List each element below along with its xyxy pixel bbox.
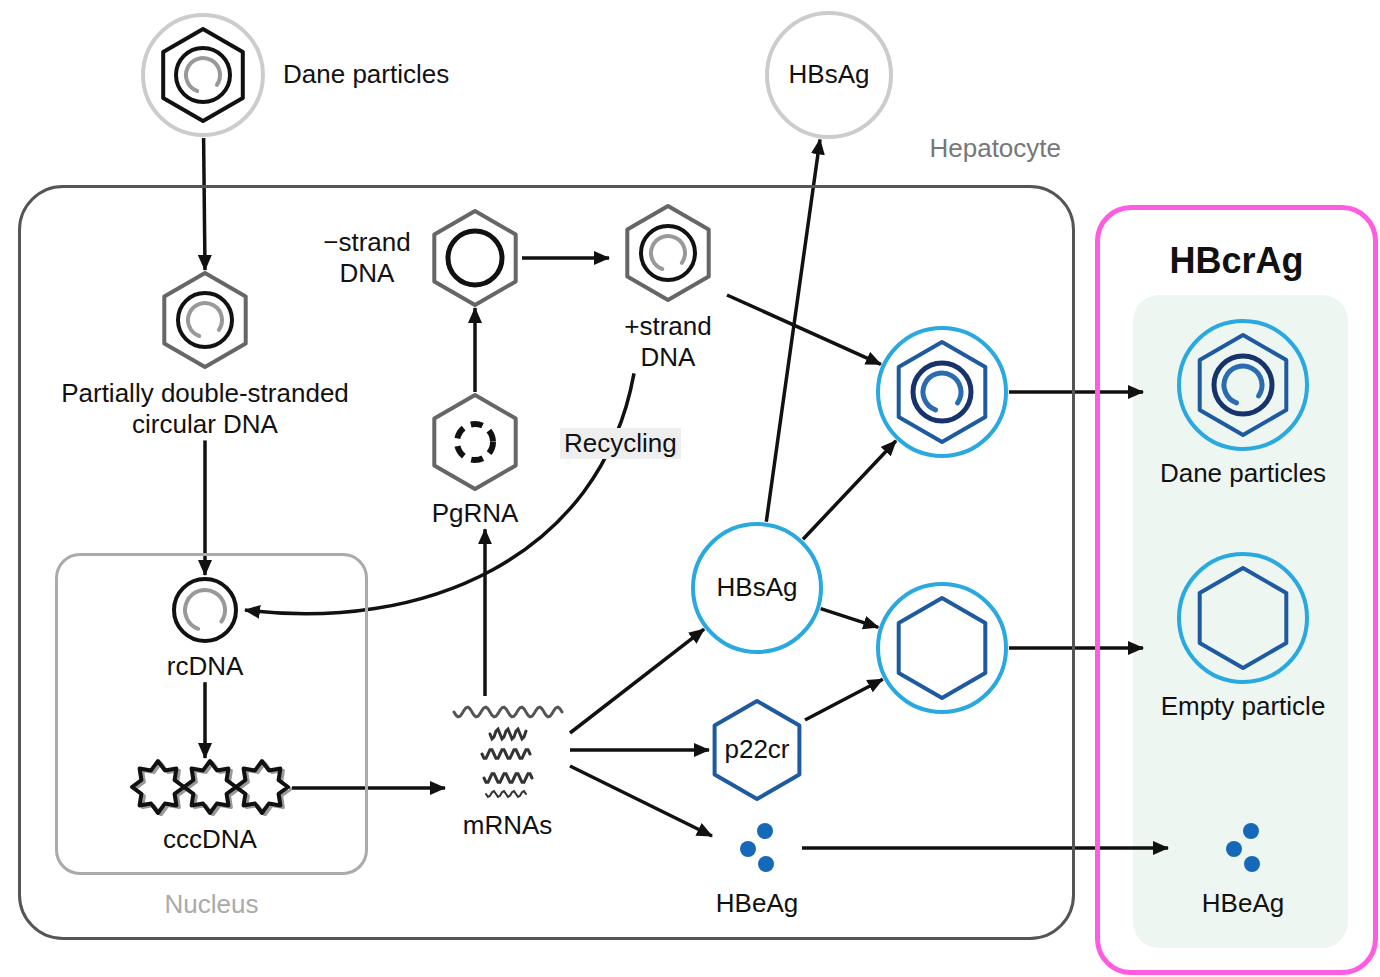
node-label: +strand DNA — [609, 311, 727, 373]
flow-arrow — [570, 629, 704, 733]
result-panel — [1133, 295, 1348, 948]
shape-icon — [140, 12, 266, 138]
ccc-dna: cccDNA — [128, 758, 292, 855]
flow-arrow — [805, 679, 883, 720]
empty-particle-icon: Empty particle — [1143, 551, 1343, 722]
empty-particle-icon — [875, 581, 1009, 715]
flow-arrow — [766, 139, 820, 521]
shape-icon — [1176, 551, 1310, 685]
node-label: HBeAg — [712, 888, 802, 919]
flow-arrow — [245, 373, 634, 613]
capsid-icon: PgRNA — [420, 392, 530, 529]
shape-icon — [1176, 318, 1310, 452]
virion-icon: Dane particles — [1143, 318, 1343, 489]
flow-arrow — [821, 609, 879, 628]
node-label: HBcrAg — [1095, 239, 1378, 282]
antigen-circle: HBsAg — [690, 521, 824, 655]
node-label: cccDNA — [128, 824, 292, 855]
node-label: PgRNA — [420, 498, 530, 529]
shape-icon — [621, 203, 715, 303]
node-label: Dane particles — [283, 59, 449, 90]
flow-arrow — [570, 766, 712, 836]
shape-icon — [1198, 818, 1288, 880]
flow-arrow — [292, 786, 445, 790]
node-label: HBsAg — [690, 572, 824, 603]
virion-icon: Dane particles — [140, 12, 266, 138]
flow-arrow — [1009, 646, 1143, 650]
shape-icon — [428, 208, 522, 308]
node-label: Partially double-stranded circular DNA — [27, 378, 383, 440]
flow-arrow — [727, 295, 881, 364]
node-label: Nucleus — [55, 889, 368, 920]
node-label: Dane particles — [1143, 458, 1343, 489]
flow-arrow — [1009, 390, 1143, 394]
flow-arrow — [570, 748, 709, 752]
group-box: HBcrAgDane particlesEmpty particleHBeAg — [1095, 205, 1378, 975]
capsid-icon: Partially double-stranded circular DNA — [27, 270, 383, 440]
node-label: −strand DNA — [314, 227, 420, 289]
node-label: p22cr — [709, 734, 805, 765]
flow-arrow — [522, 256, 609, 260]
shape-icon — [128, 758, 292, 816]
flow-arrow — [473, 308, 477, 392]
node-label: rcDNA — [165, 651, 245, 682]
shape-icon — [448, 696, 568, 802]
shape-icon — [170, 575, 240, 645]
mrna-strands: mRNAs — [445, 696, 570, 841]
virion-icon — [875, 325, 1009, 459]
node-label: mRNAs — [445, 810, 570, 841]
nucleus-outline: NucleusrcDNAcccDNA — [55, 553, 368, 875]
capsid-icon: −strand DNA — [428, 208, 522, 308]
node-label: Empty particle — [1143, 691, 1343, 722]
shape-icon — [875, 581, 1009, 715]
dna-ring: rcDNA — [165, 575, 245, 682]
antigen-dots: HBeAg — [712, 818, 802, 919]
cell-outline: Hepatocyte−strand DNA+strand DNAPartiall… — [18, 185, 1075, 940]
shape-icon — [875, 325, 1009, 459]
flow-arrow — [203, 682, 207, 758]
shape-icon — [158, 270, 252, 370]
flow-arrow — [803, 441, 896, 540]
shape-icon — [712, 818, 802, 880]
antigen-dots: HBeAg — [1168, 818, 1318, 919]
node-label: HBsAg — [764, 59, 894, 90]
node-label: Hepatocyte — [929, 133, 1061, 164]
flow-arrow — [204, 138, 205, 270]
flow-arrow — [802, 846, 1168, 850]
capsid-hexagon: p22cr — [709, 698, 805, 802]
node-label: HBeAg — [1168, 888, 1318, 919]
flow-arrow — [483, 529, 487, 696]
capsid-icon: +strand DNA — [609, 203, 727, 373]
antigen-circle: HBsAg — [764, 10, 894, 140]
edge-label: Recycling — [560, 428, 681, 459]
shape-icon — [428, 392, 522, 492]
